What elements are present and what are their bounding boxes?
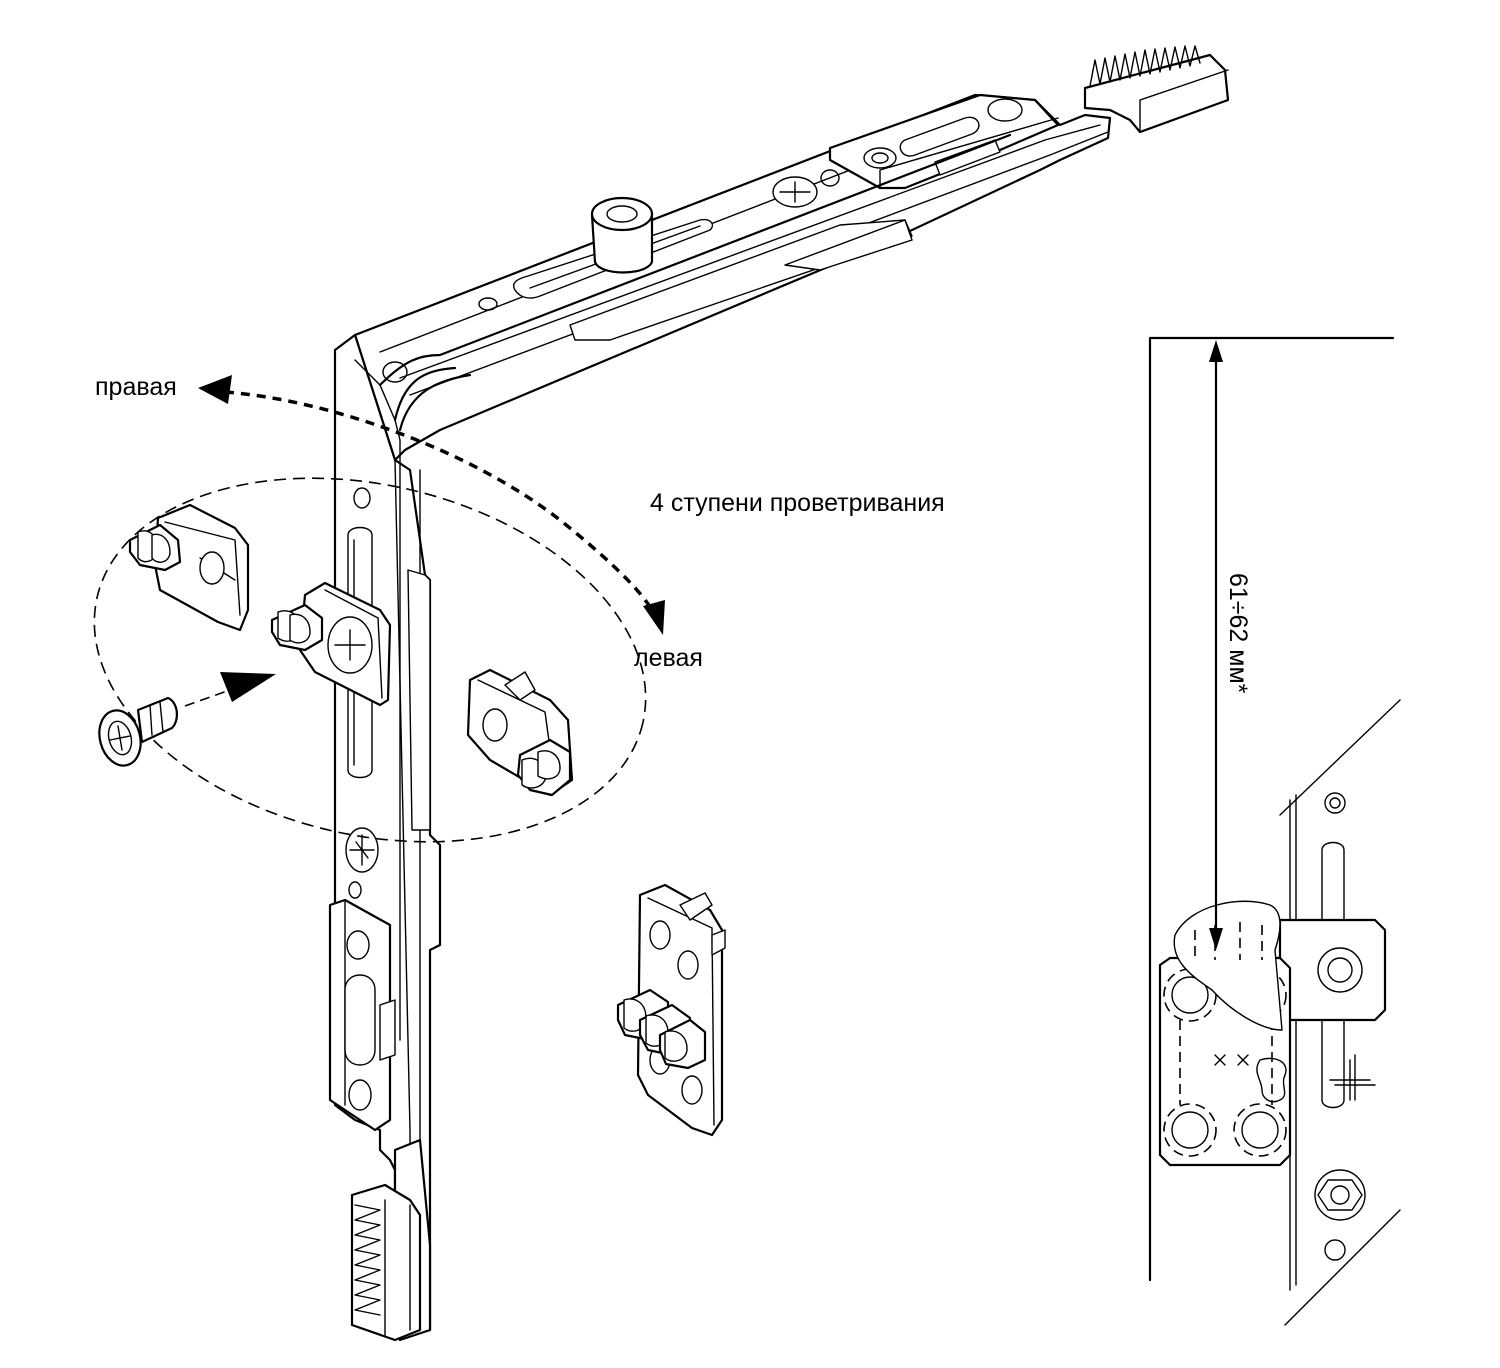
multi-pin-piece [616, 883, 726, 1137]
detail-view [1148, 336, 1401, 1326]
screw-arrow [184, 672, 276, 707]
screw-icon [98, 696, 178, 767]
option-ellipse [93, 477, 647, 843]
dimension-arrow-top-icon [1209, 340, 1223, 362]
ventilation-arrow [198, 375, 665, 635]
label-dimension: 61÷62 мм* [1224, 573, 1252, 694]
corner-fitting [328, 45, 1230, 1342]
label-ventilation-steps: 4 ступени проветривания [650, 489, 945, 517]
striker-piece-right [128, 503, 250, 632]
arrowhead-left-icon [643, 600, 665, 635]
label-left: левая [634, 644, 703, 672]
label-right: правая [95, 373, 177, 401]
screw-arrowhead-icon [220, 672, 276, 702]
dimension-arrow-bottom-icon [1209, 928, 1223, 950]
arrowhead-right-icon [198, 375, 232, 404]
striker-piece-left [466, 668, 574, 797]
striker-piece-center [270, 581, 392, 707]
